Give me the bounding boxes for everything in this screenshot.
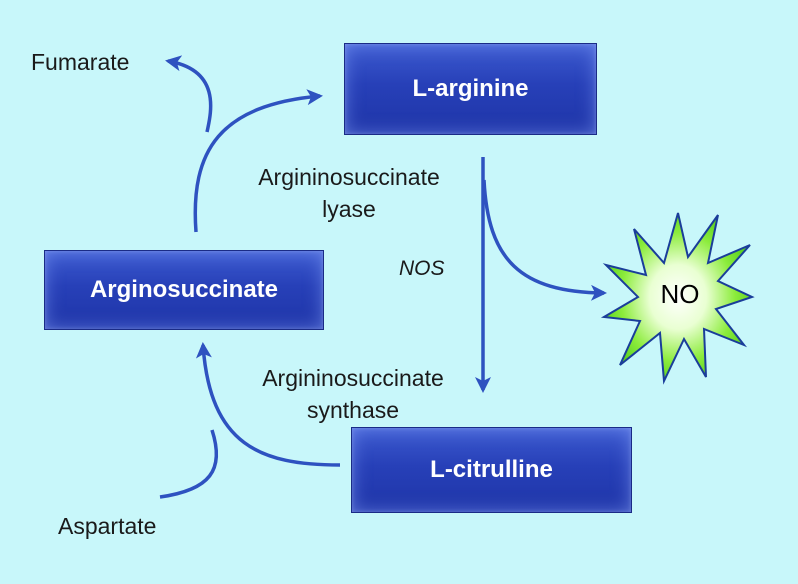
enzyme-synthase-line2: synthase <box>306 397 400 423</box>
enzyme-nos-label: NOS <box>399 257 445 280</box>
arrow-to-arginine <box>193 89 323 233</box>
node-arginosuccinate-label: Arginosuccinate <box>89 276 279 303</box>
no-burst-icon <box>600 212 755 385</box>
node-l-arginine-label: L-arginine <box>412 75 529 102</box>
label-fumarate: Fumarate <box>31 49 130 75</box>
arrow-to-fumarate <box>165 55 213 133</box>
node-l-citrulline-label: L-citrulline <box>430 456 553 483</box>
enzyme-synthase-line1: Argininosuccinate <box>262 365 444 391</box>
enzyme-lyase-line2: lyase <box>322 196 376 222</box>
arrow-to-arginosuccinate <box>195 342 341 467</box>
node-no-label: NO <box>660 279 700 309</box>
enzyme-lyase-label: Argininosuccinate lyase <box>229 161 469 225</box>
enzyme-synthase-label: Argininosuccinate synthase <box>233 362 473 426</box>
node-arginosuccinate: Arginosuccinate <box>44 250 324 330</box>
node-l-citrulline: L-citrulline <box>351 427 632 513</box>
label-aspartate: Aspartate <box>58 513 157 539</box>
enzyme-lyase-line1: Argininosuccinate <box>258 164 440 190</box>
arrow-from-aspartate <box>159 429 219 499</box>
node-l-arginine: L-arginine <box>344 43 597 135</box>
arrow-to-no <box>482 179 607 301</box>
